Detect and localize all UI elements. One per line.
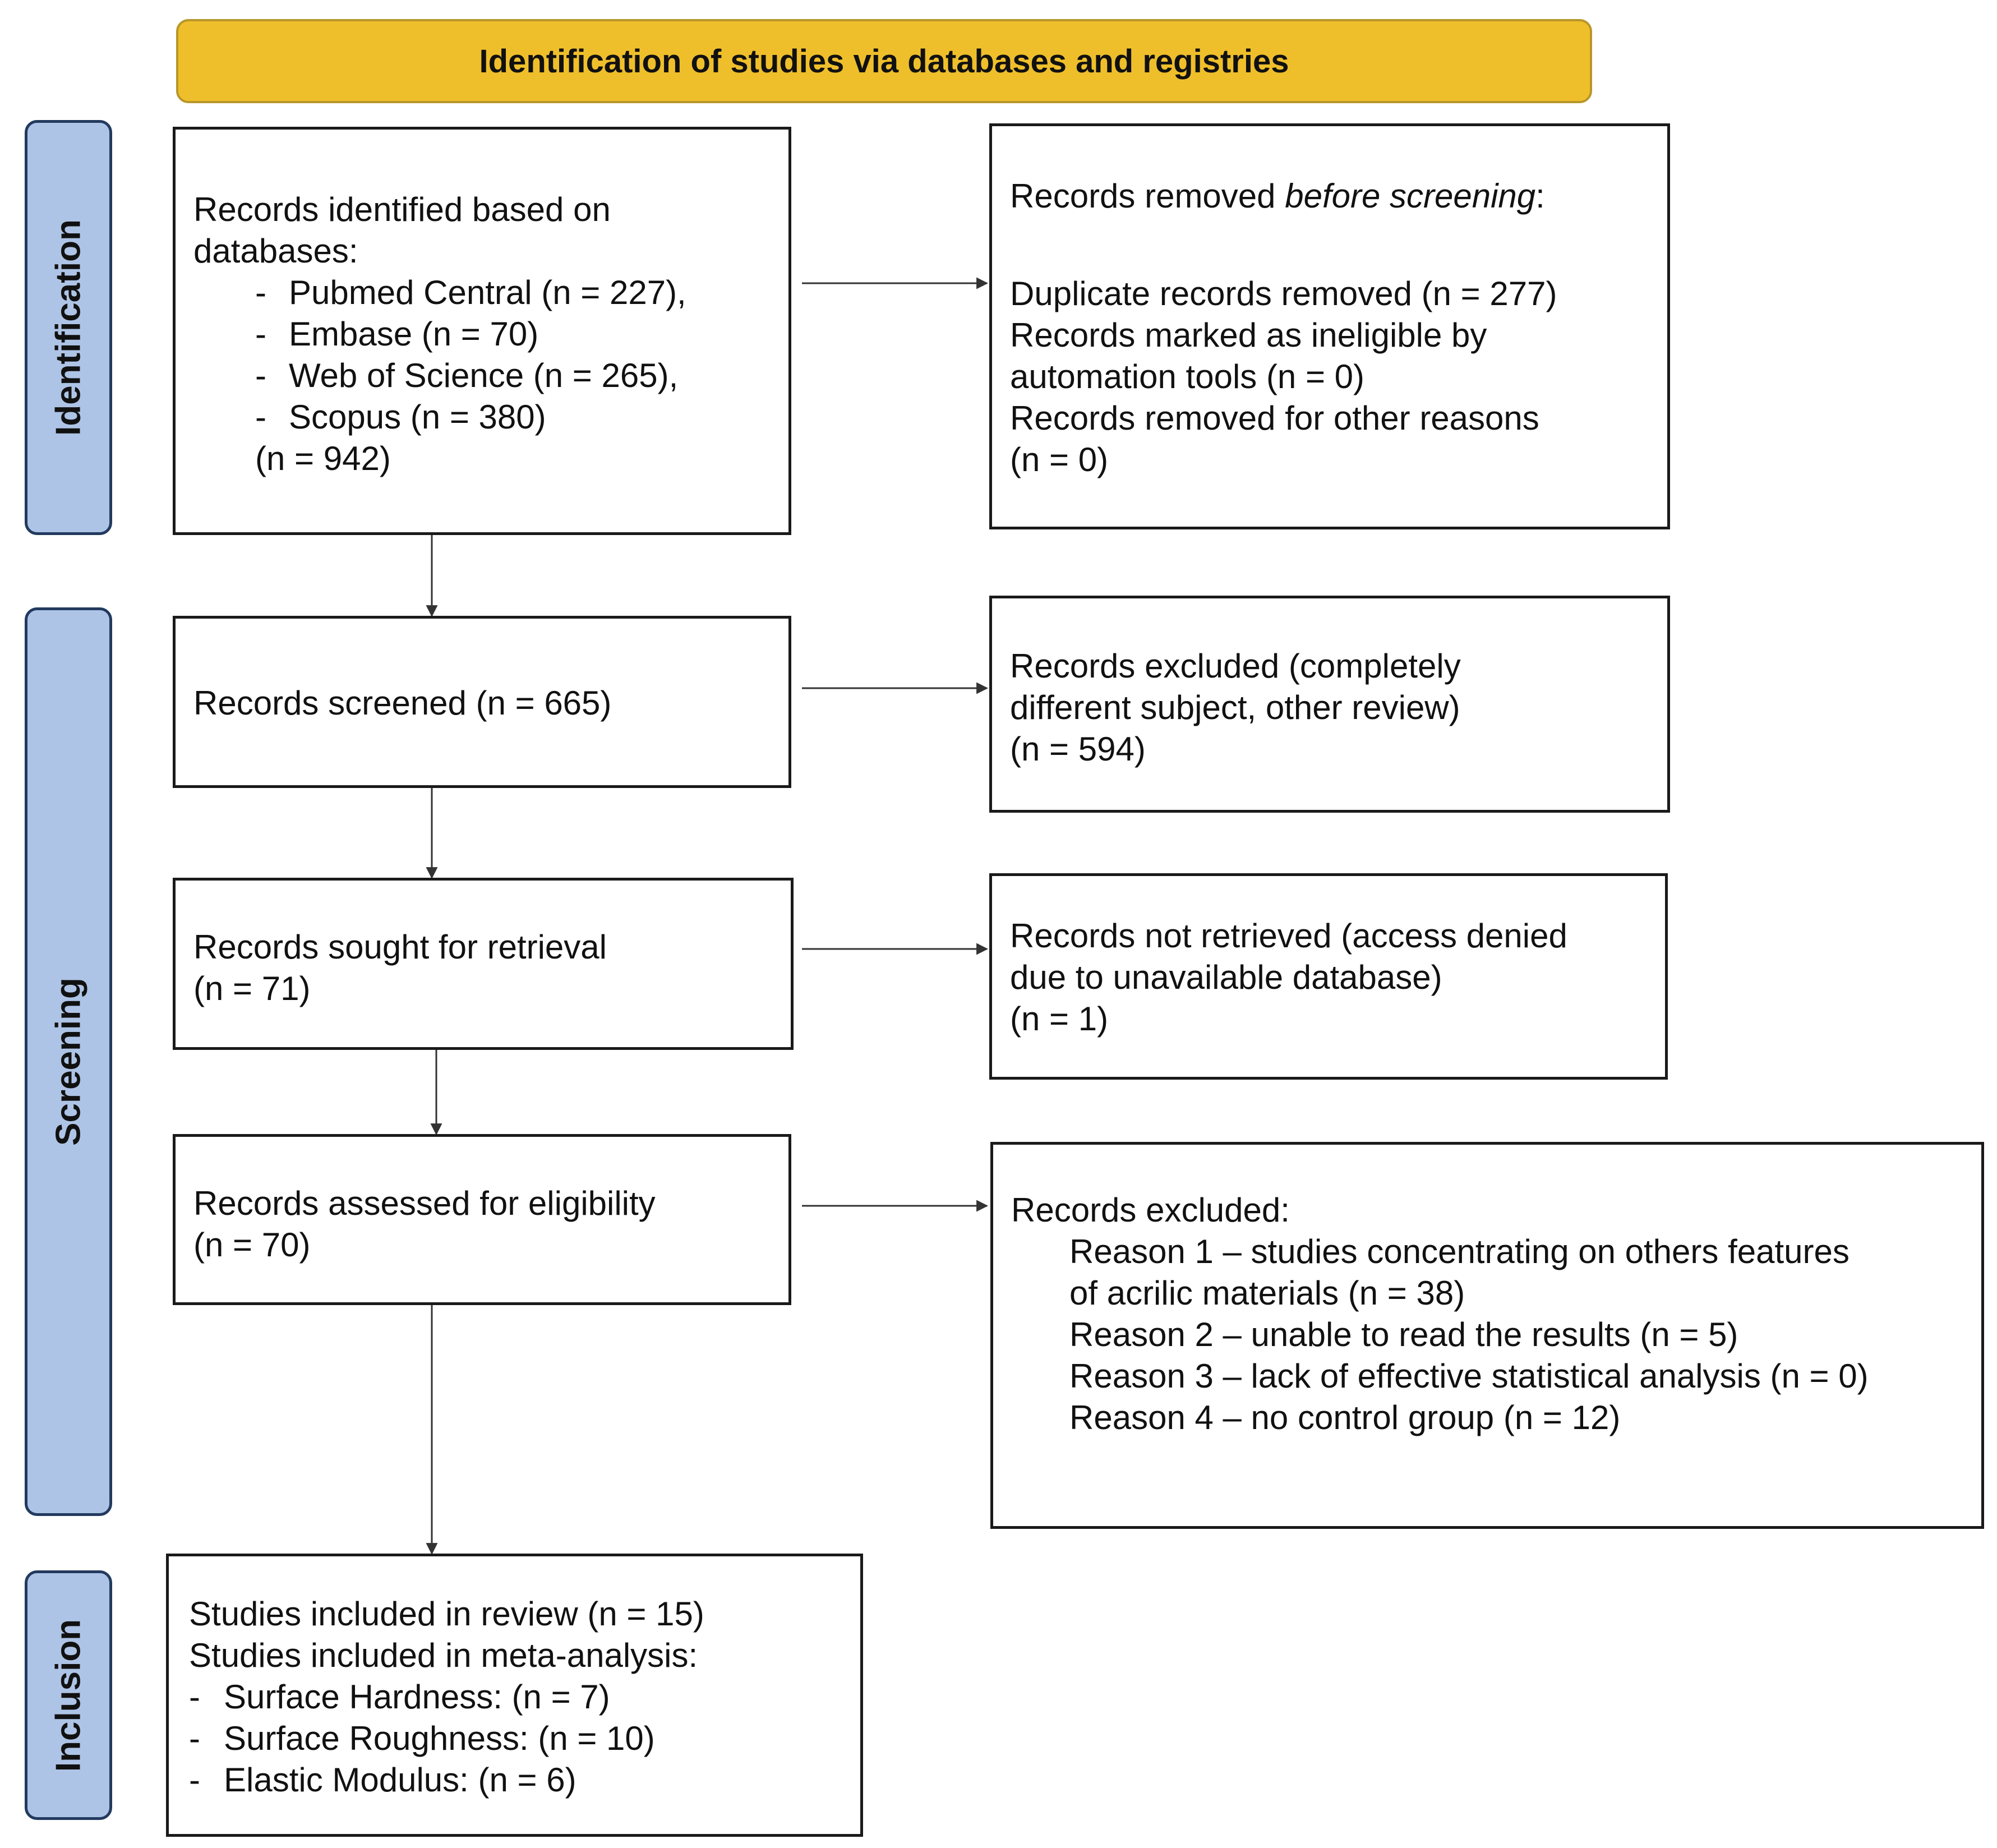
included-meta: Studies included in meta-analysis: (189, 1637, 698, 1674)
exclusion-reason-1-cont: of acrilic materials (n = 38) (1069, 1274, 1465, 1312)
source-item: -Web of Science (n = 265), (255, 357, 679, 394)
not-retrieved-line: due to unavailable database) (1010, 958, 1442, 996)
stage-identification: Identification (25, 120, 112, 535)
records-excluded-eligibility-box: Records excluded: Reason 1 – studies con… (990, 1142, 1984, 1529)
assessed-line: Records assessed for eligibility (193, 1185, 656, 1222)
studies-included-box: Studies included in review (n = 15) Stud… (166, 1554, 863, 1837)
identified-heading-line2: databases: (193, 232, 358, 270)
records-removed-box: Records removed before screening: Duplic… (989, 123, 1670, 529)
included-item: -Elastic Modulus: (n = 6) (189, 1761, 576, 1799)
stage-inclusion: Inclusion (25, 1570, 112, 1820)
exclusion-reason-1: Reason 1 – studies concentrating on othe… (1069, 1233, 1850, 1270)
removed-line: automation tools (n = 0) (1010, 358, 1365, 395)
stage-screening: Screening (25, 607, 112, 1516)
included-item: -Surface Roughness: (n = 10) (189, 1720, 655, 1757)
removed-line: Duplicate records removed (n = 277) (1010, 275, 1557, 312)
not-retrieved-line: Records not retrieved (access denied (1010, 917, 1567, 955)
removed-line: (n = 0) (1010, 441, 1109, 478)
records-excluded-screen-box: Records excluded (completely different s… (989, 596, 1670, 813)
excluded-screen-line: Records excluded (completely (1010, 647, 1461, 685)
header-title: Identification of studies via databases … (479, 43, 1289, 80)
source-item: -Scopus (n = 380) (255, 398, 546, 436)
source-item: -Embase (n = 70) (255, 315, 539, 353)
sought-line: (n = 71) (193, 970, 311, 1007)
exclusion-reason-4: Reason 4 – no control group (n = 12) (1069, 1399, 1621, 1436)
records-identified-box: Records identified based on databases: -… (173, 127, 791, 535)
source-item: -Pubmed Central (n = 227), (255, 274, 686, 311)
records-screened-box: Records screened (n = 665) (173, 616, 791, 788)
included-review: Studies included in review (n = 15) (189, 1595, 704, 1633)
included-item: -Surface Hardness: (n = 7) (189, 1678, 610, 1716)
records-assessed-box: Records assessed for eligibility (n = 70… (173, 1134, 791, 1305)
not-retrieved-line: (n = 1) (1010, 1000, 1109, 1038)
removed-line: Records marked as ineligible by (1010, 316, 1487, 354)
sought-line: Records sought for retrieval (193, 928, 607, 966)
identified-total: (n = 942) (255, 440, 391, 477)
exclusion-reason-2: Reason 2 – unable to read the results (n… (1069, 1316, 1738, 1353)
excluded-screen-line: different subject, other review) (1010, 689, 1460, 726)
screened-text: Records screened (n = 665) (193, 684, 612, 722)
identified-heading-line1: Records identified based on (193, 191, 611, 228)
excluded-screen-line: (n = 594) (1010, 730, 1146, 768)
removed-heading: Records removed before screening: (1010, 177, 1545, 215)
header-banner: Identification of studies via databases … (176, 19, 1592, 103)
exclusion-reason-3: Reason 3 – lack of effective statistical… (1069, 1357, 1869, 1395)
records-not-retrieved-box: Records not retrieved (access denied due… (989, 873, 1668, 1080)
records-sought-box: Records sought for retrieval (n = 71) (173, 878, 794, 1050)
removed-line: Records removed for other reasons (1010, 399, 1539, 437)
excluded-eligibility-heading: Records excluded: (1011, 1191, 1290, 1229)
assessed-line: (n = 70) (193, 1226, 311, 1264)
